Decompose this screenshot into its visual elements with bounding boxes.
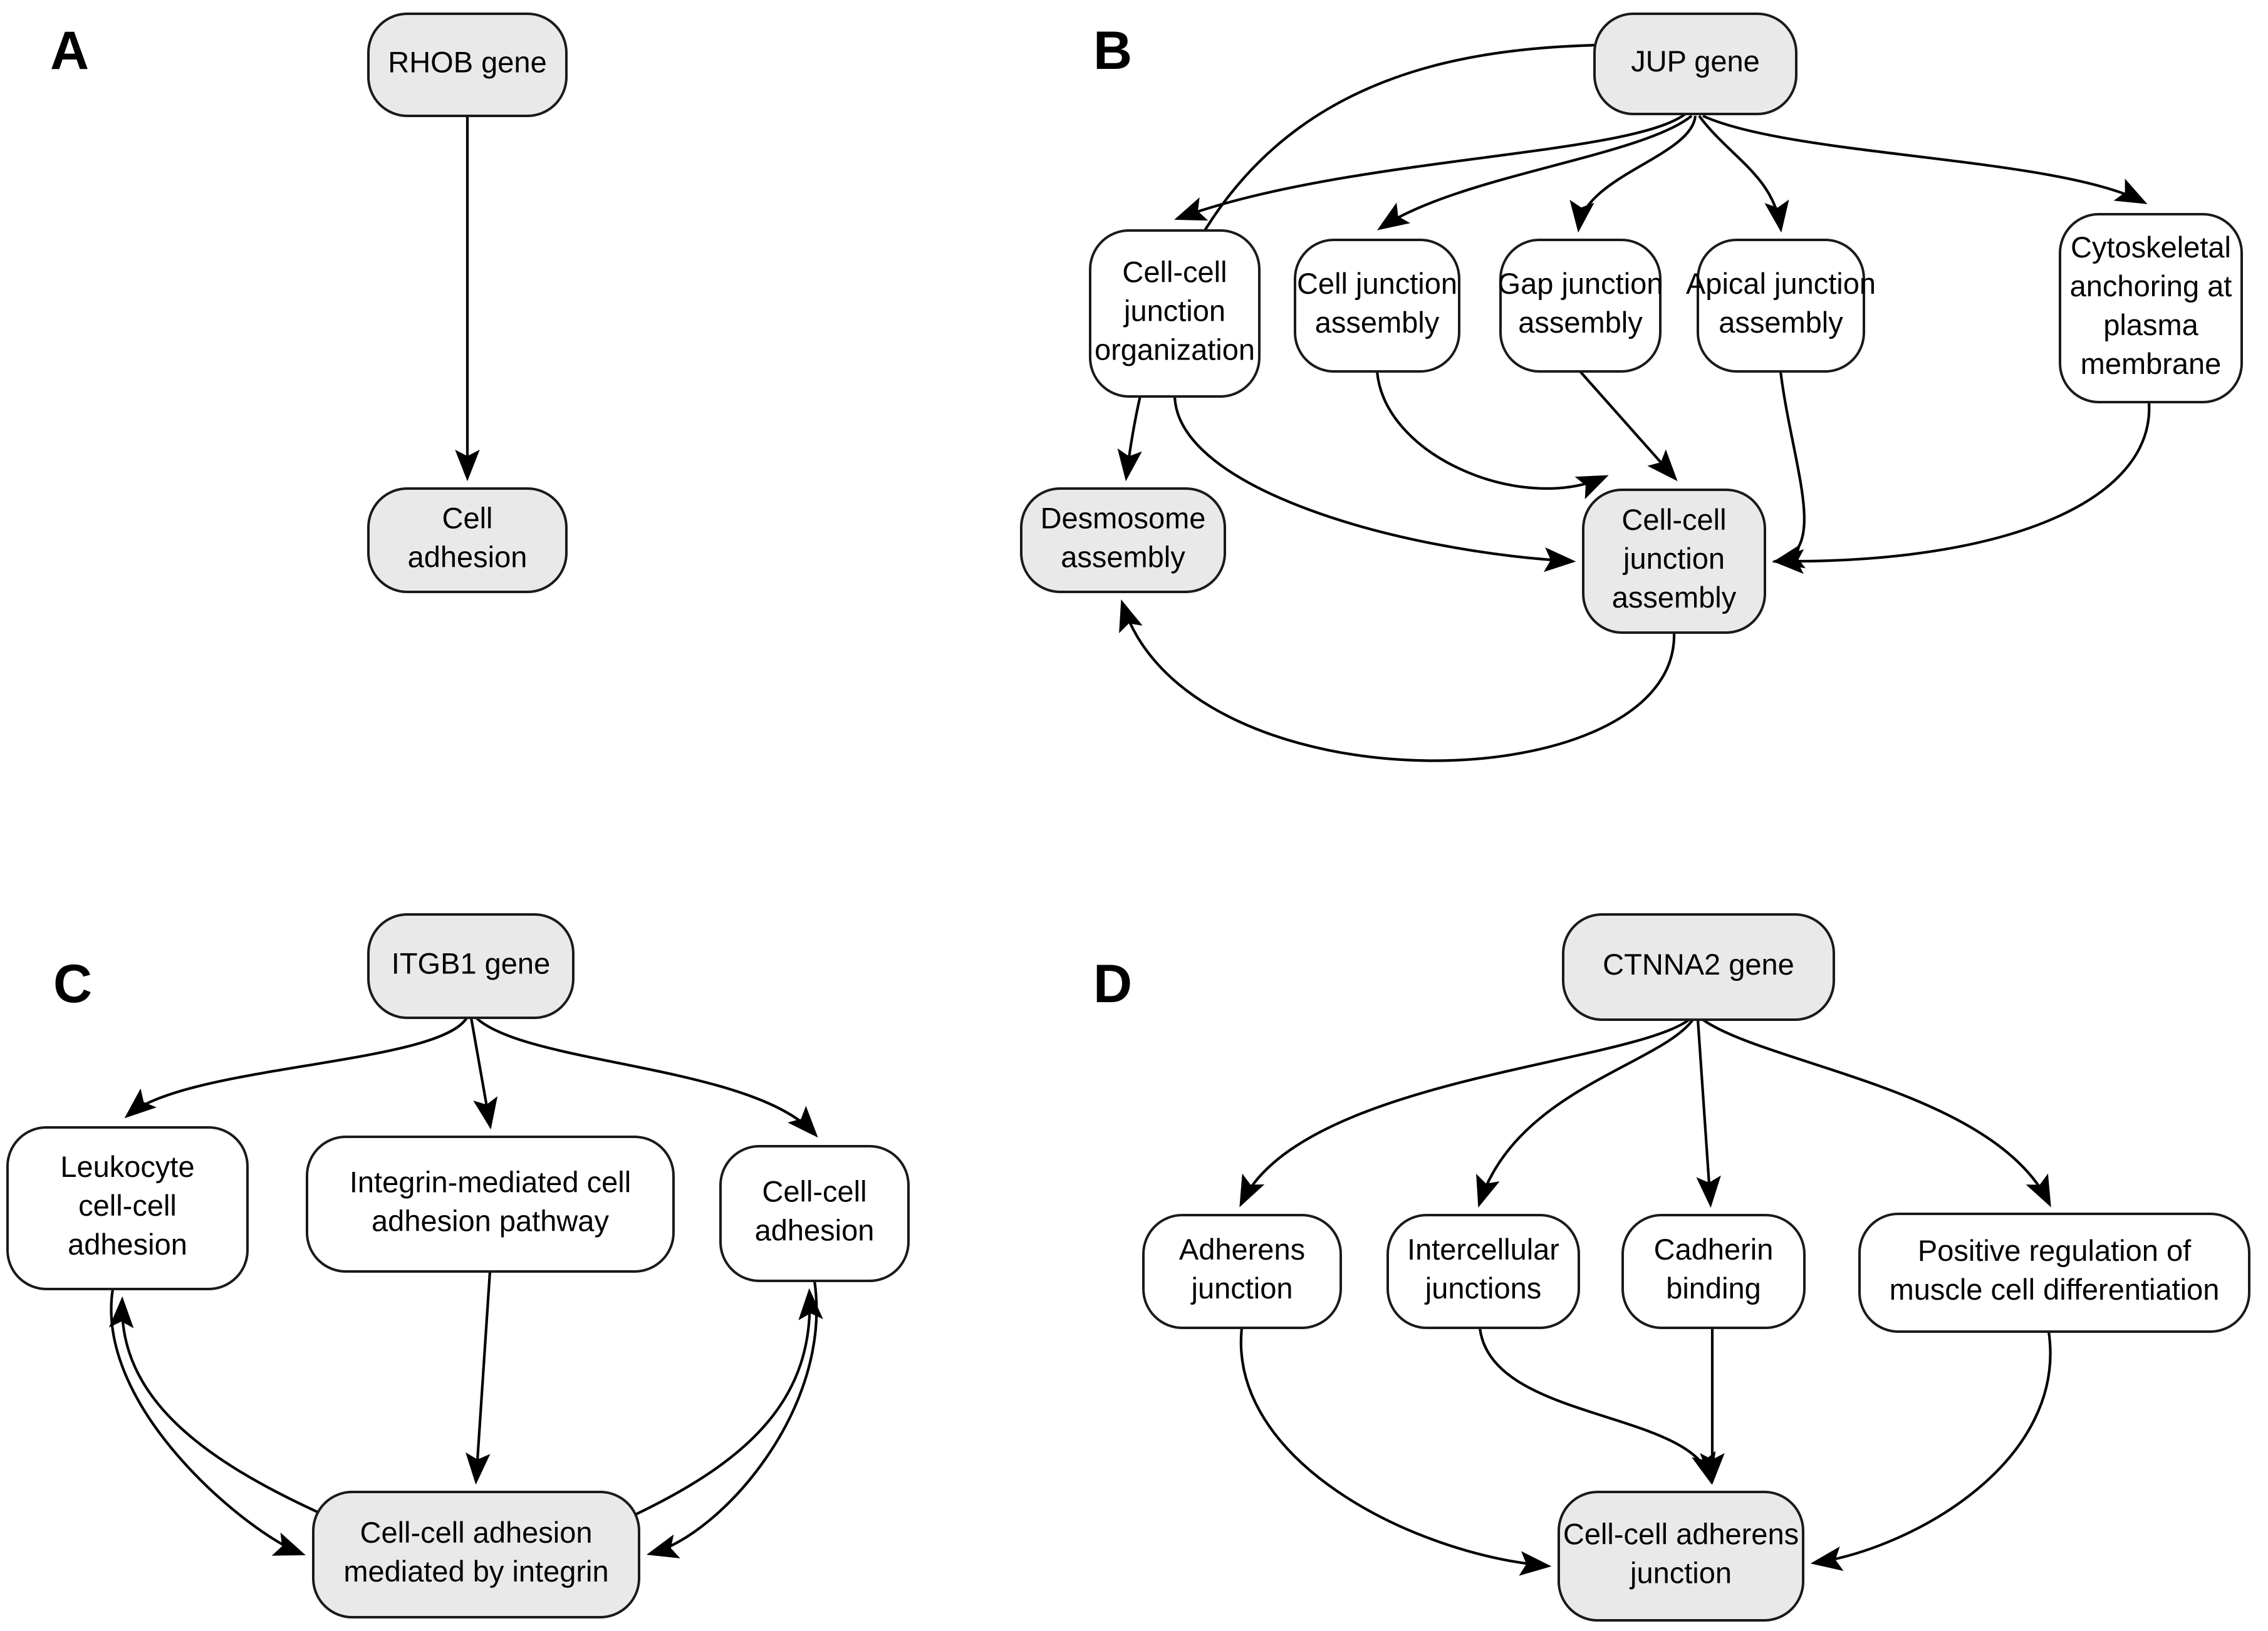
edge-c-gene-to-integrin (469, 1017, 498, 1130)
node-shape-c_cca (719, 1145, 910, 1282)
panel-letter-d: D (1093, 954, 1132, 1014)
node-shape-b_cja (1294, 239, 1460, 373)
node-shape-b_gja (1499, 239, 1662, 373)
edge-b-gene-to-gja (1569, 115, 1697, 233)
node-b_gene[interactable]: JUP gene (1593, 13, 1797, 115)
edge-b-aja-to-ccja (1772, 371, 1806, 569)
edge-d-gene-to-positive (1702, 1018, 2051, 1208)
node-shape-d_ij (1386, 1214, 1580, 1329)
node-shape-d_aj (1142, 1214, 1342, 1329)
edge-c-gene-to-leukocyte (124, 1017, 468, 1119)
node-c_gene[interactable]: ITGB1 gene (367, 913, 575, 1019)
panel-letter-b: B (1093, 21, 1132, 81)
node-a_gene[interactable]: RHOB gene (367, 13, 568, 117)
panel-letter-a: A (50, 21, 89, 81)
panel-letter-c: C (53, 954, 92, 1014)
edge-d-positive-to-ccaj (1810, 1331, 2052, 1571)
node-shape-d_cb (1621, 1214, 1806, 1329)
edge-c-integrin-to-ccami (466, 1271, 492, 1485)
edge-d-adherens-to-ccaj (1239, 1327, 1552, 1576)
node-shape-d_ccaj (1558, 1491, 1804, 1622)
node-shape-b_aja (1697, 239, 1865, 373)
edge-c-cca-to-ccami (646, 1280, 818, 1558)
edges-layer (108, 43, 2151, 1576)
node-shape-b_ccja (1582, 489, 1766, 634)
edge-d-gene-to-cadherin (1696, 1019, 1721, 1208)
node-shape-a_ca (367, 487, 568, 593)
edge-d-gene-to-intercellular (1476, 1018, 1694, 1208)
node-shape-b_desm (1020, 487, 1226, 593)
edge-c-gene-to-ccadhesion (475, 1017, 818, 1138)
node-shape-c_ccami (312, 1491, 640, 1618)
edge-b-gene-to-ccjo (1174, 113, 1687, 221)
edge-b-cja-to-ccja (1375, 371, 1609, 500)
node-shape-b_ccjo (1089, 229, 1261, 398)
node-shape-c_gene (367, 913, 575, 1019)
edge-d-intercellular-to-ccaj (1478, 1327, 1716, 1485)
edge-b-gja-to-ccja (1579, 370, 1678, 482)
edge-b-gene-to-cap (1702, 115, 2148, 204)
node-label-d_gene: CTNNA2 gene (1603, 948, 1794, 981)
panel-letters-layer: A B C D (50, 21, 1132, 1014)
node-label-a_gene: RHOB gene (388, 46, 546, 79)
node-shape-d_gene (1562, 913, 1835, 1021)
node-shape-d_prm (1858, 1213, 2250, 1333)
edge-b-ccjo-to-ccja (1173, 396, 1576, 572)
node-shape-b_cap (2059, 213, 2243, 403)
edge-d-gene-to-adherens (1239, 1018, 1690, 1208)
edge-b-gene-to-cja (1376, 115, 1693, 230)
node-label-b_gene: JUP gene (1631, 44, 1760, 78)
edge-b-ccja-to-desmosome (1119, 599, 1676, 762)
node-d_gene[interactable]: CTNNA2 gene (1562, 913, 1835, 1021)
edge-b-gene-to-aja (1698, 115, 1789, 233)
edge-c-ccami-to-leukocyte (108, 1296, 326, 1517)
node-label-c_gene: ITGB1 gene (392, 947, 550, 980)
edge-b-cap-to-ccja (1772, 401, 2151, 574)
edge-c-ccami-to-cca (632, 1288, 823, 1517)
node-shape-c_imp (306, 1136, 675, 1273)
node-shape-a_gene (367, 13, 568, 117)
node-shape-c_leu (6, 1126, 249, 1290)
edge-c-leukocyte-to-ccami (110, 1288, 306, 1556)
node-shape-b_gene (1593, 13, 1797, 115)
